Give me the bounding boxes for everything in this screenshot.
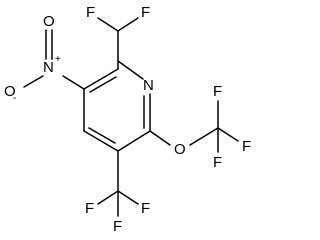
atom-f-chf2-left: F [86, 4, 95, 21]
bond-c6-c5 [117, 130, 151, 152]
bond-ether-o-cf3 [189, 127, 219, 146]
bond-c2-n1 [117, 60, 144, 80]
charge-nitro-n: + [55, 54, 61, 65]
bond-cf3-f-right [117, 190, 139, 205]
atom-nitro-n: N [43, 59, 54, 76]
chemical-structure: N F F N + O O - O F F F F F F [4, 3, 252, 235]
bond-c5-c4 [83, 130, 119, 152]
atom-f-cf3-right: F [141, 200, 150, 217]
bond-c3-c2-inner [89, 76, 117, 93]
atom-nitro-o-top: O [43, 13, 55, 30]
atom-f-ocf3-right: F [242, 138, 251, 155]
bond-c3-nitro-n [62, 75, 85, 90]
bond-c5-c4-inner [88, 127, 116, 144]
atom-nitro-o-left: O [4, 83, 16, 100]
bond-chf2-f-right [117, 17, 139, 32]
atom-f-cf3-left: F [85, 200, 94, 217]
atom-ring-n: N [143, 77, 154, 94]
charge-nitro-o-left: - [13, 93, 16, 104]
atom-f-ocf3-bottom: F [213, 154, 222, 171]
bond-cf3-f-left [97, 190, 119, 205]
atom-f-chf2-right: F [141, 4, 150, 21]
bond-ocf3-f-right [217, 127, 239, 142]
atom-f-ocf3-top: F [213, 83, 222, 100]
atom-f-cf3-bottom: F [113, 218, 122, 235]
bond-c6-ether-o [149, 130, 171, 146]
bond-nitro-n-o-left [23, 75, 44, 88]
atom-ether-o: O [174, 141, 186, 158]
structure-drawing: N F F N + O O - O F F F F F F [4, 4, 251, 235]
bond-c3-c2 [83, 68, 119, 90]
bond-chf2-f-left [97, 17, 119, 32]
